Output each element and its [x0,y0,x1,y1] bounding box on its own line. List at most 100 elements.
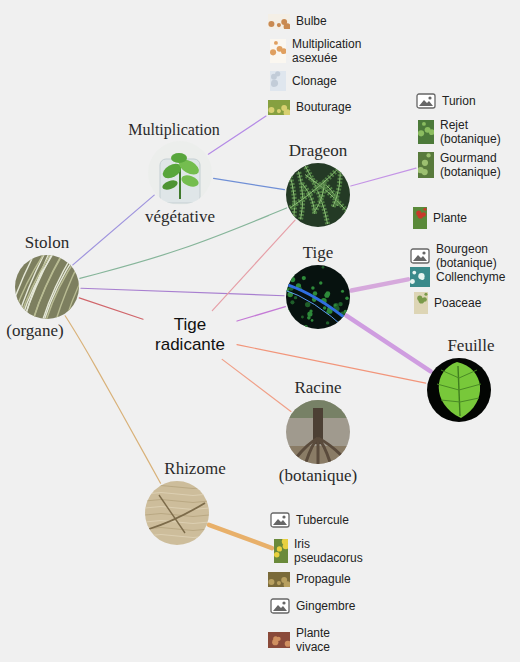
photo-detail [298,171,302,219]
node-title: Multiplication [127,121,221,139]
node-title: Tige [302,243,335,263]
photo-detail [159,495,185,533]
item-label: Plante [433,211,467,225]
thumbnail-image [268,14,290,29]
photo-detail [319,281,322,284]
photo-detail [458,366,460,416]
topic-label: Tige radicante [145,313,235,358]
photo-detail [304,325,308,329]
thumbnail-detail [426,154,430,158]
node-subtitle: (organe) [5,321,64,341]
photo-detail [317,438,320,464]
photo-detail [302,276,306,280]
photo-detail [459,384,481,390]
related-item: Gourmand (botanique) [418,151,510,180]
connector-line [214,178,285,189]
connector-line [209,525,272,548]
photo-detail [288,171,294,220]
thumbnail-image [274,539,288,563]
thumbnail-detail [418,131,424,137]
photo-detail [294,296,297,299]
related-item: Multiplication asexuée [270,37,372,66]
photo-detail [145,514,209,517]
thumbnail-detail [277,547,282,552]
thumbnail-detail [281,19,287,25]
item-label: Rejet (botanique) [440,118,510,147]
topic-circle: Multiplicationvégétative [148,141,212,205]
photo-detail [180,173,200,189]
thumbnail-image [418,120,434,144]
connector-line [73,195,154,265]
photo-detail [346,267,350,272]
photo-detail [56,255,79,319]
photo-detail [441,370,459,378]
thumbnail-ground [270,39,286,63]
photo-detail [145,493,209,496]
photo-detail [290,165,341,208]
photo-detail [439,362,480,418]
topic-photo [286,163,350,227]
item-label: Collenchyme [436,270,505,284]
photo-detail [161,179,179,192]
photo-detail [145,486,209,489]
related-item: Plante vivace [268,626,341,655]
related-item: Tubercule [270,512,349,528]
photo-group [427,358,491,422]
photo-detail [287,309,290,312]
connector-line [222,359,291,411]
photo-detail [43,255,74,319]
thumbnail-image [414,292,428,314]
thumbnail-ground [270,71,286,91]
thumbnail-detail [429,130,434,136]
thumbnail-ground [413,207,427,229]
photo-group [145,481,209,545]
photo-detail [345,296,348,299]
thumbnail-detail [268,107,274,113]
connector-line [212,220,295,311]
thumbnail-detail [277,581,281,585]
thumbnail-detail [423,208,426,211]
related-item: Clonage [270,71,337,91]
icon-mountain [413,255,427,261]
photo-detail [145,500,209,503]
photo-detail [301,316,304,319]
photo-detail [311,319,314,322]
topic-circle: Drageon [286,163,350,227]
thumbnail-detail [281,105,287,111]
photo-detail [47,255,79,319]
icon-frame [271,599,289,613]
node-title: Tige radicante [149,315,231,356]
photo-group [15,255,79,319]
thumbnail-detail [274,552,279,557]
thumbnail-detail [410,279,415,284]
icon-frame [411,249,429,263]
thumbnail-detail [281,577,287,583]
related-item: Turion [416,93,476,109]
icon-sun [282,601,285,604]
photo-detail [171,153,187,163]
photo-group [286,163,350,227]
topic-circle: Racine(botanique) [286,400,350,464]
thumbnail-detail [281,49,286,55]
topic-circle: Tige [286,265,350,329]
thumbnail-detail [277,23,281,27]
photo-detail [289,272,295,278]
photo-detail [338,302,342,306]
photo-detail [145,535,209,538]
thumbnail-ground [414,292,428,314]
photo-detail [326,321,329,324]
icon-frame [271,513,289,527]
thumbnail-detail [285,641,290,647]
item-label: Bourgeon (botanique) [436,242,506,271]
thumbnail-detail [270,50,276,56]
photo-detail [460,398,479,402]
item-label: Gingembre [296,599,355,613]
thumbnail-detail [422,122,426,126]
photo-detail [302,184,314,214]
thumbnail-ground [418,120,434,144]
photo-detail [148,141,212,205]
item-label: Bouturage [296,100,351,114]
related-item: Poaceae [414,292,481,314]
photo-group [286,400,350,464]
